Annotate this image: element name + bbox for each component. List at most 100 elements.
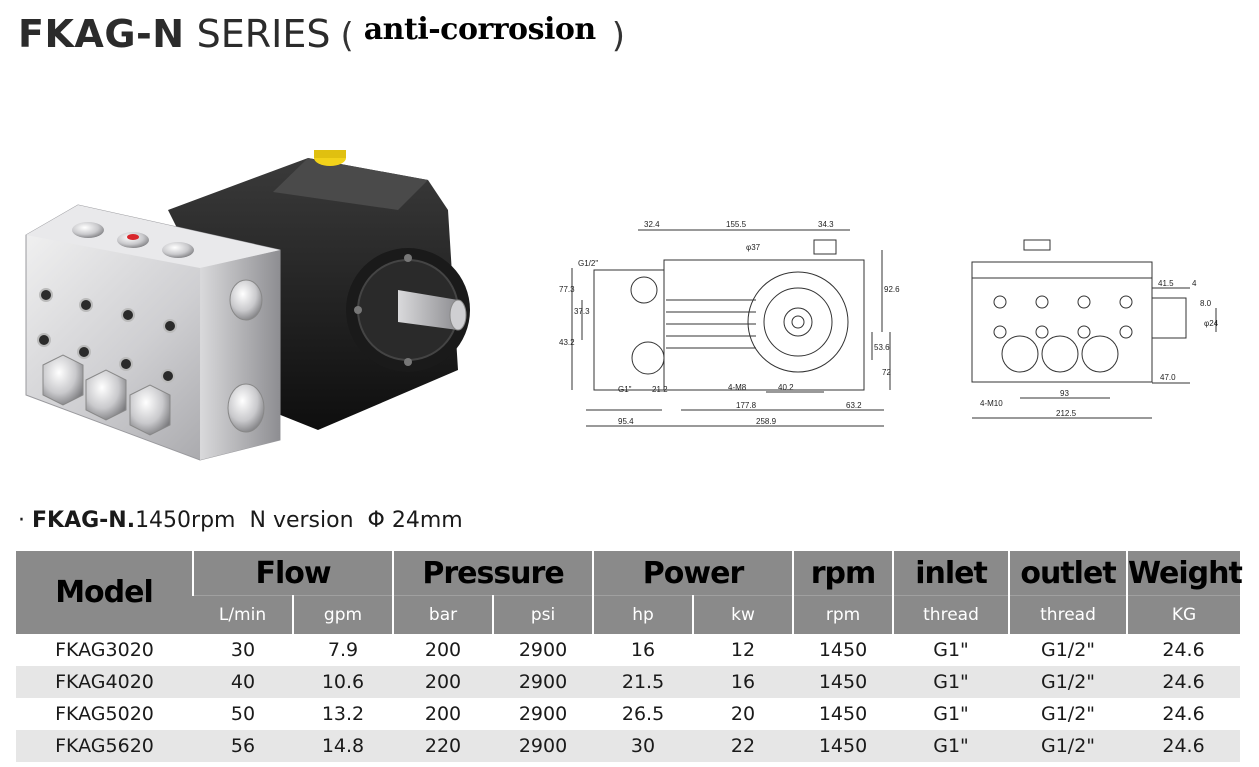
header-rpm: rpm [792,551,894,596]
dim-label: 4 [1192,279,1197,288]
dim-label: 32.4 [644,220,660,229]
series-label: SERIES [196,12,331,56]
table-header-unit-row: L/min gpm bar psi hp kw rpm thread threa… [16,595,1241,634]
dim-label: 41.5 [1158,279,1174,288]
series-name: FKAG-N [18,12,185,56]
value-cell: 20 [693,698,794,730]
value-cell: 12 [693,634,794,666]
value-cell: G1" [893,634,1010,666]
rpm-label: 1450rpm [135,508,236,533]
dim-label: 177.8 [736,401,757,410]
dim-label: 212.5 [1056,409,1077,418]
unit-lmin: L/min [193,595,293,634]
unit-psi: psi [492,595,594,634]
version-label: N version [249,508,354,533]
paren-open: ( [340,16,354,56]
paren-close: ) [611,16,625,56]
shaft-label: Φ 24mm [367,508,463,533]
value-cell: 1450 [793,666,894,698]
header-outlet: outlet [1008,551,1128,596]
value-cell: 26.5 [593,698,694,730]
dim-label: 34.3 [818,220,834,229]
value-cell: 24.6 [1127,634,1241,666]
value-cell: G1" [893,698,1010,730]
value-cell: 2900 [493,698,594,730]
value-cell: 50 [193,698,293,730]
value-cell: 1450 [793,698,894,730]
value-cell: 16 [693,666,794,698]
dim-label: 92.6 [884,285,900,294]
spec-subheading: · FKAG-N.1450rpm N version Φ 24mm [18,508,463,533]
value-cell: G1/2" [1009,730,1128,762]
value-cell: 30 [193,634,293,666]
value-cell: 24.6 [1127,730,1241,762]
header-power: Power [592,551,794,596]
unit-rpm: rpm [792,595,894,634]
unit-outlet-thread: thread [1008,595,1128,634]
value-cell: 24.6 [1127,666,1241,698]
header-model: Model [16,551,193,634]
value-cell: G1" [893,730,1010,762]
value-cell: 2900 [493,634,594,666]
value-cell: 200 [393,698,494,730]
value-cell: 200 [393,666,494,698]
dim-label: 63.2 [846,401,862,410]
dim-label: 40.2 [778,383,794,392]
value-cell: 10.6 [293,666,394,698]
dim-label: 4-M10 [980,399,1003,408]
dim-label: 53.6 [874,343,890,352]
dim-label: 37.3 [574,307,590,316]
value-cell: 30 [593,730,694,762]
value-cell: 21.5 [593,666,694,698]
unit-gpm: gpm [291,595,394,634]
unit-hp: hp [592,595,694,634]
red-plug-icon [127,234,139,240]
side-view-drawing: 32.4 155.5 34.3 φ37 G1/2" 77.3 37.3 43.2… [559,220,900,427]
page-title: FKAG-N SERIES ( anti-corrosion ) [18,12,635,62]
dim-label: 43.2 [559,338,575,347]
header-weight: Weight [1126,551,1243,596]
dim-label: φ37 [746,243,761,252]
dim-label: 21.2 [652,385,668,394]
dim-label: 4-M8 [728,383,747,392]
value-cell: G1/2" [1009,698,1128,730]
dim-label: 8.0 [1200,299,1212,308]
unit-bar: bar [392,595,494,634]
value-cell: 220 [393,730,494,762]
header-inlet: inlet [892,551,1010,596]
model-cell: FKAG4020 [16,666,193,698]
value-cell: 1450 [793,730,894,762]
model-cell: FKAG3020 [16,634,193,666]
header-flow: Flow [191,551,394,596]
dim-label: 258.9 [756,417,777,426]
dim-label: 95.4 [618,417,634,426]
dim-label: 77.3 [559,285,575,294]
variant-label: anti-corrosion [363,12,596,47]
value-cell: 2900 [493,730,594,762]
model-cell: FKAG5620 [16,730,193,762]
value-cell: 14.8 [293,730,394,762]
dim-label: 72 [882,368,891,377]
value-cell: 200 [393,634,494,666]
pump-product-image [25,150,470,461]
model-prefix: FKAG-N. [32,508,136,533]
bullet-icon: · [18,508,25,533]
value-cell: G1/2" [1009,666,1128,698]
unit-kg: KG [1126,595,1241,634]
dim-label: G1/2" [578,259,598,268]
dim-label: 47.0 [1160,373,1176,382]
model-cell: FKAG5020 [16,698,193,730]
value-cell: 7.9 [293,634,394,666]
value-cell: 2900 [493,666,594,698]
table-header-group-row: Model Flow Pressure Power rpm inlet outl… [16,551,1243,634]
dim-label: 93 [1060,389,1069,398]
spec-table: Model Flow Pressure Power rpm inlet outl… [16,551,1243,762]
value-cell: 40 [193,666,293,698]
value-cell: 1450 [793,634,894,666]
dim-label: 155.5 [726,220,747,229]
